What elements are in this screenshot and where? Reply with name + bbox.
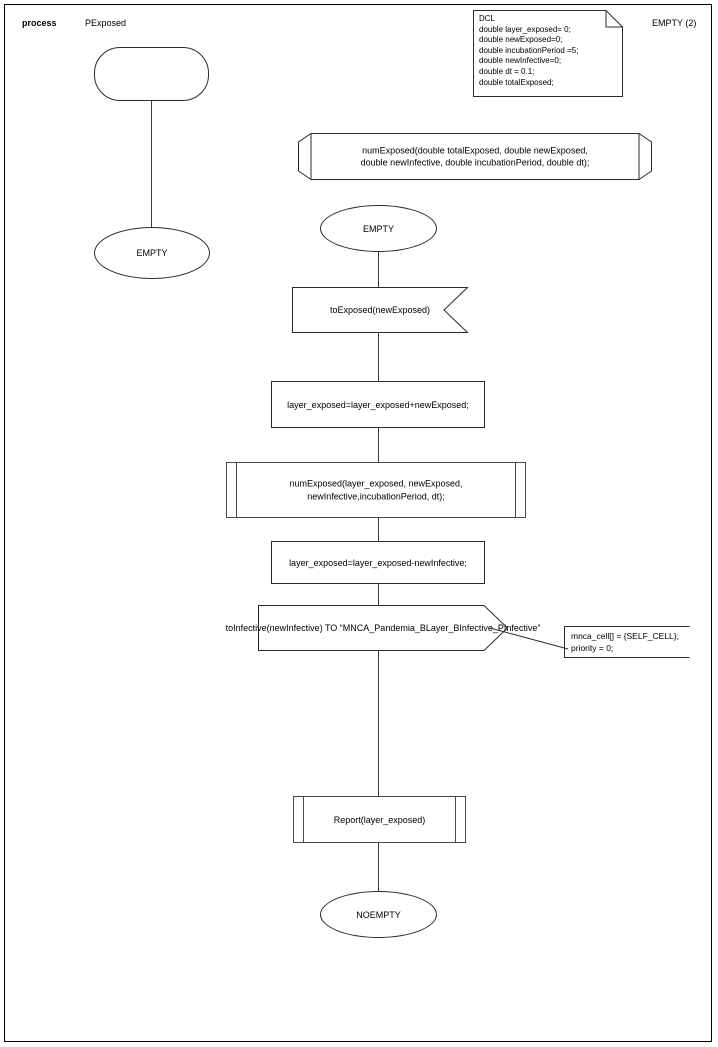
page-frame: [4, 4, 712, 1042]
input-symbol-label: toExposed(newExposed): [329, 304, 431, 315]
procedure-call-symbol-report: Report(layer_exposed): [293, 796, 466, 843]
connector-input-to-task1: [378, 333, 379, 381]
task-symbol-subtract-infective: layer_exposed=layer_exposed-newInfective…: [271, 541, 485, 584]
procedure-call-symbol-numexposed: numExposed(layer_exposed, newExposed, ne…: [226, 462, 526, 518]
output-symbol-toinfective: toInfective(newInfective) TO “MNCA_Pande…: [226, 605, 540, 651]
connector-task2-to-output: [378, 584, 379, 605]
connector-empty-to-input: [378, 252, 379, 287]
task-symbol-add-exposed: layer_exposed=layer_exposed+newExposed;: [271, 381, 485, 428]
state-symbol-noempty: NOEMPTY: [320, 891, 437, 938]
connector-start-to-empty: [151, 101, 152, 227]
output-symbol-label: toInfective(newInfective) TO “MNCA_Pande…: [225, 622, 541, 633]
procedure-call-label-report: Report(layer_exposed): [333, 814, 426, 825]
input-symbol-toexposed: toExposed(newExposed): [292, 287, 469, 333]
page-number-label: EMPTY (2): [652, 18, 697, 28]
state-label-noempty: NOEMPTY: [356, 909, 401, 920]
state-symbol-empty-main: EMPTY: [320, 205, 437, 252]
comment-symbol-mnca-cell: mnca_cell[] = {SELF_CELL}; priority = 0;: [564, 626, 690, 658]
dcl-note-text: DCL double layer_exposed= 0; double newE…: [479, 14, 579, 87]
start-symbol: [94, 47, 209, 101]
connector-output-to-report: [378, 651, 379, 796]
procedure-call-label-numexposed: numExposed(layer_exposed, newExposed, ne…: [289, 478, 463, 502]
comment-connector-line: [489, 627, 569, 650]
connector-proccall-to-task2: [378, 518, 379, 541]
process-name-label: PExposed: [85, 18, 127, 28]
comment-text: mnca_cell[] = {SELF_CELL}; priority = 0;: [571, 631, 679, 653]
state-symbol-empty-left: EMPTY: [94, 227, 210, 279]
task-label-add-exposed: layer_exposed=layer_exposed+newExposed;: [287, 399, 469, 410]
dcl-declaration-note: DCL double layer_exposed= 0; double newE…: [473, 10, 623, 97]
connector-task1-to-proccall: [378, 428, 379, 462]
process-keyword-label: process: [22, 18, 57, 28]
state-label-empty-main: EMPTY: [362, 223, 394, 234]
state-label-empty-left: EMPTY: [136, 247, 168, 258]
task-label-subtract-infective: layer_exposed=layer_exposed-newInfective…: [289, 557, 467, 568]
procedure-declaration-text: numExposed(double totalExposed, double n…: [360, 145, 590, 168]
procedure-declaration-symbol: numExposed(double totalExposed, double n…: [298, 133, 652, 180]
connector-report-to-noempty: [378, 843, 379, 891]
